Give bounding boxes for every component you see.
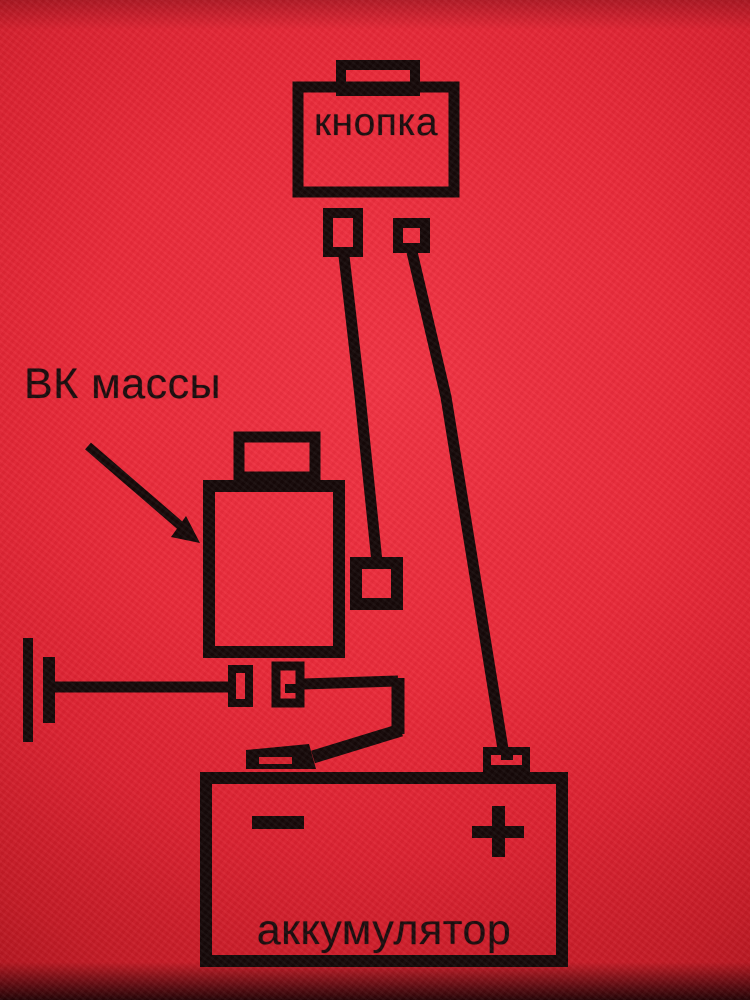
- button-terminal-left: [323, 208, 363, 257]
- ground-bar-long: [23, 638, 33, 742]
- wire-switch-horizontal: [302, 675, 399, 690]
- button-terminal-right: [393, 218, 430, 253]
- switch-terminal-right: [271, 661, 305, 708]
- switch-side-connector: [350, 557, 403, 610]
- switch-terminal-left: [228, 665, 253, 707]
- battery-terminal-negative-slit: [259, 757, 292, 764]
- arrow-icon: [85, 442, 200, 543]
- wire-switch-diagonal: [311, 723, 403, 764]
- switch-body: [203, 480, 345, 658]
- ground-bar-short: [43, 657, 55, 723]
- switch-cap: [233, 431, 321, 483]
- battery-terminal-positive-wire-tip: [501, 749, 513, 760]
- plus-symbol: [472, 806, 524, 857]
- battery-body: [200, 772, 568, 967]
- battery-terminal-negative: [246, 744, 316, 769]
- wire-button-to-switch: [338, 255, 383, 563]
- minus-symbol: [252, 816, 304, 829]
- button-body: [292, 81, 460, 198]
- battery-label: аккумулятор: [256, 906, 512, 954]
- ground-switch-label: ВК массы: [24, 360, 222, 408]
- switch-terminal-tab: [285, 684, 298, 693]
- wire-button-to-battery-plus: [406, 250, 509, 750]
- ground-symbol: [23, 638, 232, 742]
- button-label: кнопка: [313, 101, 439, 144]
